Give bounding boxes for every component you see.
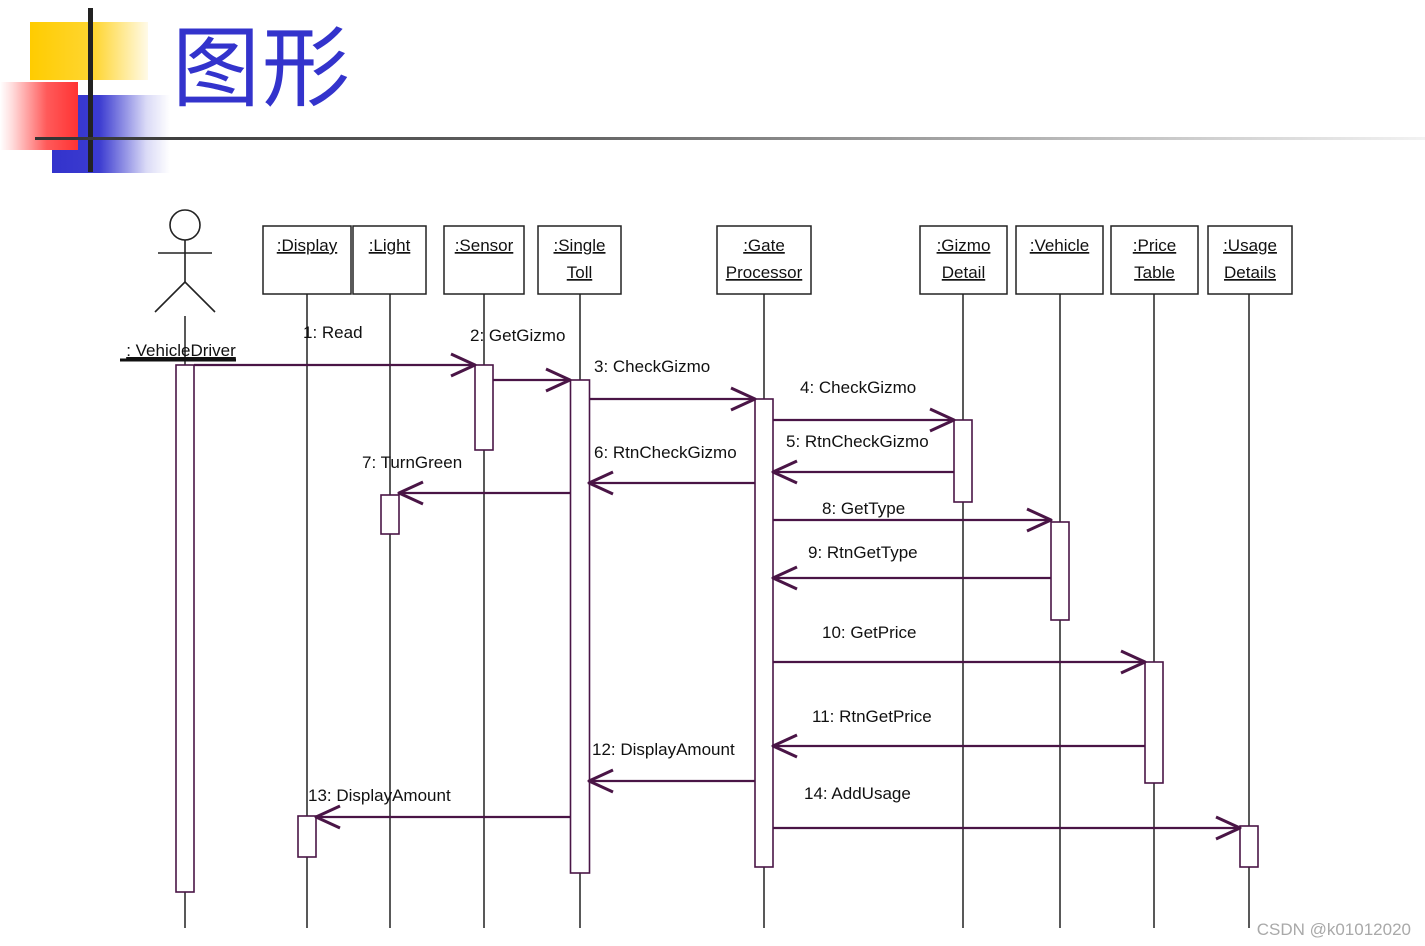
activation-bar-gate-processor <box>754 398 774 868</box>
actor-label: : VehicleDriver <box>126 341 236 360</box>
object-box-vehicle <box>1015 225 1104 295</box>
slide-title: 图形 <box>172 17 353 120</box>
arrowhead-9 <box>771 565 798 591</box>
message-label-2: 2: GetGizmo <box>470 326 565 345</box>
arrowhead-4 <box>929 407 956 433</box>
activation-bar-display <box>297 815 317 858</box>
activation-bar-price-table <box>1144 661 1164 784</box>
message-label-5: 5: RtnCheckGizmo <box>786 432 929 451</box>
actor-group: : VehicleDriver <box>120 209 236 362</box>
actor-head <box>169 209 201 241</box>
object-label-usage-details: :Usage <box>1223 236 1277 255</box>
arrowhead-12 <box>587 768 614 794</box>
message-label-3: 3: CheckGizmo <box>594 357 710 376</box>
arrowhead-10 <box>1120 649 1147 675</box>
object-label-gate-processor: :Gate <box>743 236 785 255</box>
arrowhead-2 <box>545 367 572 393</box>
object-label-sensor: :Sensor <box>455 236 514 255</box>
object-box-gizmo-detail <box>919 225 1008 295</box>
arrowhead-1 <box>450 352 477 378</box>
message-label-7: 7: TurnGreen <box>362 453 462 472</box>
object-label-display: :Display <box>277 236 338 255</box>
object-label-single-toll: :Single <box>554 236 606 255</box>
message-label-1: 1: Read <box>303 323 363 342</box>
message-label-4: 4: CheckGizmo <box>800 378 916 397</box>
message-label-8: 8: GetType <box>822 499 905 518</box>
message-label-11: 11: RtnGetPrice <box>812 707 932 726</box>
arrowhead-14 <box>1215 815 1242 841</box>
activations-group <box>175 364 1259 893</box>
lifelines-group <box>184 294 1250 928</box>
message-label-10: 10: GetPrice <box>822 623 917 642</box>
messages-group: 1: Read 2: GetGizmo 3: CheckGizmo 4: CheckG… <box>194 323 1242 841</box>
activation-bar-gizmo-detail <box>953 419 973 503</box>
activation-bar-light <box>380 494 400 535</box>
activation-bar-vehicle <box>1050 521 1070 621</box>
message-label-12: 12: DisplayAmount <box>592 740 735 759</box>
object-box-price-table <box>1110 225 1199 295</box>
message-label-9: 9: RtnGetType <box>808 543 918 562</box>
arrowhead-7 <box>397 480 424 506</box>
object-label-price-table: Table <box>1134 263 1175 282</box>
actor-right-leg <box>184 281 216 313</box>
object-label-light: :Light <box>369 236 411 255</box>
activation-bar-single-toll <box>569 379 591 874</box>
message-label-13: 13: DisplayAmount <box>308 786 451 805</box>
object-label-gate-processor: Processor <box>726 263 803 282</box>
object-label-vehicle: :Vehicle <box>1030 236 1090 255</box>
object-label-single-toll: Toll <box>567 263 593 282</box>
actor-left-leg <box>154 281 186 313</box>
object-box-gate-processor <box>716 225 812 295</box>
vertical-accent-bar <box>88 8 93 172</box>
arrowhead-13 <box>314 804 341 830</box>
message-label-14: 14: AddUsage <box>804 784 911 803</box>
activation-bar-vehicle-driver <box>175 364 195 893</box>
arrowhead-3 <box>730 386 757 412</box>
activation-bar-usage-details <box>1239 825 1259 868</box>
object-label-gizmo-detail: :Gizmo <box>937 236 991 255</box>
object-label-gizmo-detail: Detail <box>942 263 985 282</box>
arrowhead-6 <box>587 470 614 496</box>
object-box-display <box>262 225 352 295</box>
object-box-sensor <box>443 225 525 295</box>
arrowhead-8 <box>1026 507 1053 533</box>
title-underline <box>35 137 1425 140</box>
watermark: CSDN @k01012020 <box>1256 920 1411 939</box>
message-label-6: 6: RtnCheckGizmo <box>594 443 737 462</box>
object-label-price-table: :Price <box>1133 236 1176 255</box>
object-label-usage-details: Details <box>1224 263 1276 282</box>
arrowhead-11 <box>771 733 798 759</box>
activation-bar-sensor <box>474 364 494 451</box>
object-box-usage-details <box>1207 225 1293 295</box>
arrowhead-5 <box>771 459 798 485</box>
object-box-single-toll <box>537 225 622 295</box>
object-box-light <box>352 225 427 295</box>
